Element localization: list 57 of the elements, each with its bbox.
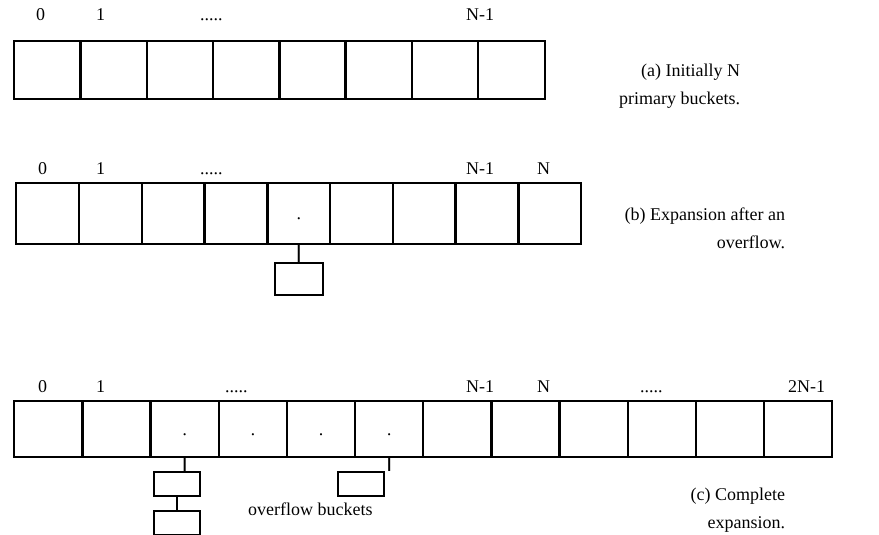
ellipsis: .....: [200, 158, 222, 179]
primary-bucket: [328, 182, 394, 245]
bucket-index: N-1: [466, 4, 494, 25]
connector-line: [388, 458, 390, 471]
overflow-bucket: [153, 510, 201, 535]
primary-bucket: [344, 40, 413, 100]
primary-bucket: [490, 400, 561, 458]
figure-caption: (c) Complete expansion.: [690, 483, 785, 534]
bucket-index: 0: [36, 4, 45, 25]
bucket-index: 1: [96, 158, 105, 179]
primary-bucket: [212, 40, 280, 100]
primary-bucket: .: [354, 400, 424, 458]
primary-bucket: [517, 182, 582, 245]
primary-bucket: [762, 400, 834, 458]
primary-bucket: [146, 40, 214, 100]
primary-bucket: [13, 400, 84, 458]
annotation-text: overflow buckets: [248, 499, 372, 520]
overflow-bucket: [153, 471, 201, 497]
primary-bucket: .: [149, 400, 220, 458]
primary-bucket: [203, 182, 269, 245]
connector-line: [184, 458, 186, 471]
bucket-index: 0: [38, 158, 47, 179]
primary-bucket: [410, 40, 480, 100]
primary-bucket: [392, 182, 457, 245]
primary-bucket: [454, 182, 520, 245]
figure-caption: (a) Initially N primary buckets.: [618, 59, 740, 110]
primary-bucket: [79, 40, 148, 100]
ellipsis: .....: [225, 376, 248, 397]
ellipsis: .....: [640, 376, 662, 397]
bucket-index: N: [537, 158, 550, 179]
primary-bucket: [558, 400, 629, 458]
primary-bucket: [476, 40, 546, 100]
overflow-bucket: [337, 471, 385, 497]
bucket-index: 1: [96, 4, 105, 25]
bucket-index: N-1: [466, 376, 494, 397]
primary-bucket: .: [286, 400, 356, 458]
primary-bucket: [278, 40, 347, 100]
bucket-index: N-1: [466, 158, 494, 179]
ellipsis: .....: [200, 4, 222, 25]
primary-bucket: [78, 182, 144, 245]
bucket-index: 1: [96, 376, 105, 397]
primary-bucket: [81, 400, 152, 458]
primary-bucket: [422, 400, 493, 458]
primary-bucket: [694, 400, 766, 458]
primary-bucket: .: [218, 400, 288, 458]
primary-bucket: [140, 182, 206, 245]
bucket-index: 2N-1: [788, 376, 825, 397]
bucket-index: N: [537, 376, 550, 397]
primary-bucket: [13, 40, 82, 100]
overflow-bucket: [274, 262, 324, 296]
connector-line: [298, 245, 300, 262]
primary-bucket: [15, 182, 80, 245]
bucket-index: 0: [38, 376, 47, 397]
figure-caption: (b) Expansion after an overflow.: [624, 203, 785, 254]
primary-bucket: .: [266, 182, 332, 245]
primary-bucket: [626, 400, 698, 458]
connector-line: [176, 497, 178, 510]
